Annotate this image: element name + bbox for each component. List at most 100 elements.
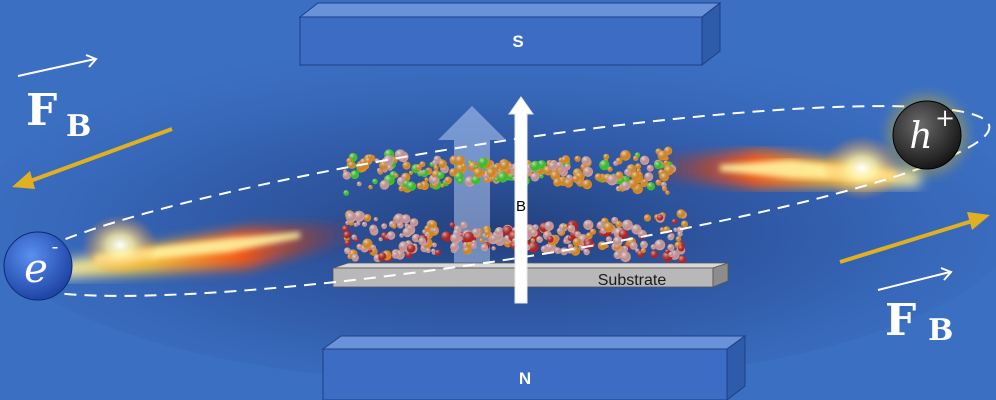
atom-highlight [673,227,678,232]
atom-highlight [594,173,603,181]
atom-highlight [671,218,678,225]
atom-highlight [654,161,662,169]
atom-highlight [563,224,569,230]
atom-highlight [640,248,646,253]
atom-highlight [650,250,658,259]
atom-highlight [603,222,614,233]
field-arrow-label: B [516,198,526,215]
atom-highlight [341,225,349,232]
atom-highlight [567,243,573,249]
substrate-label: Substrate [598,272,667,289]
atom-highlight [347,161,356,169]
atom-highlight [356,181,362,187]
atom-highlight [424,225,431,232]
atom-highlight [491,246,496,251]
atom-highlight [354,237,359,242]
atom-highlight [449,168,458,177]
atom-highlight [654,239,666,251]
atom-highlight [346,249,352,255]
atom-highlight [585,232,593,240]
magnet-north: N [321,335,747,400]
atom-highlight [676,209,686,219]
atom-highlight [490,234,498,243]
electron-charge: - [52,234,59,258]
atom-highlight [655,179,662,186]
atom-highlight [431,248,436,253]
atom-highlight [500,160,510,171]
atom-highlight [438,159,447,169]
atom-highlight [486,168,497,178]
atom-highlight [370,244,376,251]
atom-highlight [347,254,352,259]
atom-highlight [484,228,491,236]
atom-highlight [431,176,440,185]
atom-highlight [494,227,504,236]
atom-highlight [425,247,431,253]
atom-highlight [678,245,685,252]
atom-highlight [409,218,419,227]
atom-highlight [613,160,619,166]
hole-symbol: h [909,116,932,157]
atom-highlight [572,237,582,247]
atom-highlight [345,211,357,223]
atom-layer-top [342,146,677,196]
hole-trail [640,136,920,200]
atom-highlight [398,241,409,252]
atom-highlight [620,150,631,161]
atom-highlight [457,178,464,185]
atom-highlight [644,172,654,182]
atom-highlight [343,231,351,239]
atom-highlight [642,178,648,185]
atom-highlight [665,190,670,195]
atom-highlight [418,237,427,246]
atom-highlight [345,220,350,225]
force-right-symbol: F [885,295,916,346]
atom-highlight [441,231,451,241]
magnet-north-label: N [519,369,531,388]
atom-highlight [527,241,539,253]
atom-highlight [556,227,564,235]
atom-highlight [428,220,437,229]
atom-highlight [678,255,687,264]
electron-symbol: e [24,246,48,292]
atom-highlight [494,177,500,182]
atom-highlight [581,156,591,166]
atom-highlight [381,223,387,230]
atom-highlight [342,171,351,180]
atom-highlight [618,229,629,239]
atom-highlight [629,241,638,250]
magnet-south-label: S [512,32,523,51]
atom-highlight [419,170,424,175]
atom-highlight [344,240,351,246]
atom-highlight [343,190,350,196]
atom-highlight [479,238,484,243]
atom-highlight [530,229,538,237]
atom-highlight [383,155,394,166]
atom-highlight [351,253,359,262]
atom-highlight [572,175,580,183]
atom-highlight [663,165,674,176]
atom-highlight [596,221,605,230]
atom-highlight [615,171,624,180]
atom-highlight [399,233,404,238]
atom-highlight [631,171,641,181]
atom-highlight [404,223,409,228]
atom-highlight [620,181,631,191]
atom-highlight [361,221,368,227]
atom-highlight [372,178,378,185]
atom-highlight [606,174,618,186]
atom-highlight [633,155,639,161]
magnet-south: S [298,1,722,67]
atom-highlight [378,252,387,261]
atom-highlight [386,231,396,240]
atom-highlight [471,175,481,185]
atom-highlight [484,177,490,183]
atom-highlight [391,223,397,229]
atom-highlight [530,238,535,243]
atom-highlight [657,214,664,221]
atom-highlight [415,164,422,171]
atom-highlight [668,251,674,258]
atom-highlight [561,156,568,163]
atom-highlight [605,236,612,243]
